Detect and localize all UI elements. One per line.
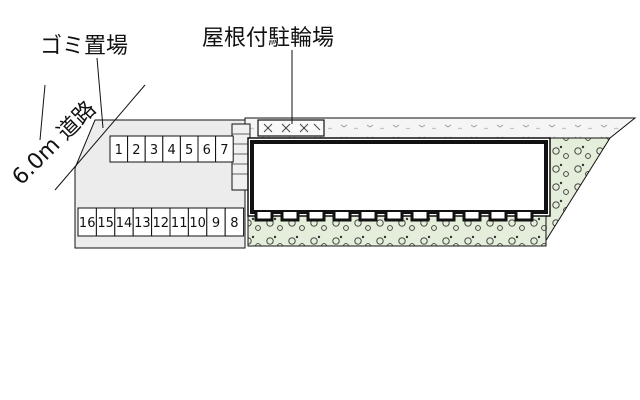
building-balconies: [254, 212, 534, 222]
bicycle-parking-hatch: [263, 123, 321, 133]
garbage-leader: [96, 57, 104, 129]
parking-stall-number: 2: [132, 143, 140, 158]
parking-stall-number: 1: [115, 143, 123, 158]
road-edge-left: [39, 84, 46, 141]
parking-stall-number: 9: [212, 216, 220, 231]
parking-stall-number: 5: [185, 143, 193, 158]
parking-stall-number: 4: [167, 143, 175, 158]
parking-stall-number: 6: [203, 143, 211, 158]
parking-stall-number: 11: [171, 216, 188, 231]
building-outer-wall: [250, 140, 548, 214]
bicycle-parking-label: 屋根付駐輪場: [202, 26, 335, 51]
parking-stall: [224, 207, 245, 237]
parking-stall-number: 14: [116, 216, 133, 231]
parking-stall-number: 15: [97, 216, 114, 231]
entrance-stairs-steps: [232, 133, 250, 175]
garbage-area-label: ゴミ置場: [40, 34, 129, 59]
parking-stall-number: 3: [150, 143, 158, 158]
parking-stall: [215, 135, 234, 163]
greenery-right: [544, 137, 611, 244]
apartment-building: [247, 137, 551, 217]
parking-stall-number: 16: [79, 216, 96, 231]
parking-stall-number: 13: [134, 216, 151, 231]
parking-stall-number: 8: [230, 216, 238, 231]
parking-stall-number: 10: [189, 216, 206, 231]
road-edge-right: [54, 84, 146, 191]
parking-stall-number: 7: [220, 143, 228, 158]
parking-stall-number: 12: [153, 216, 170, 231]
